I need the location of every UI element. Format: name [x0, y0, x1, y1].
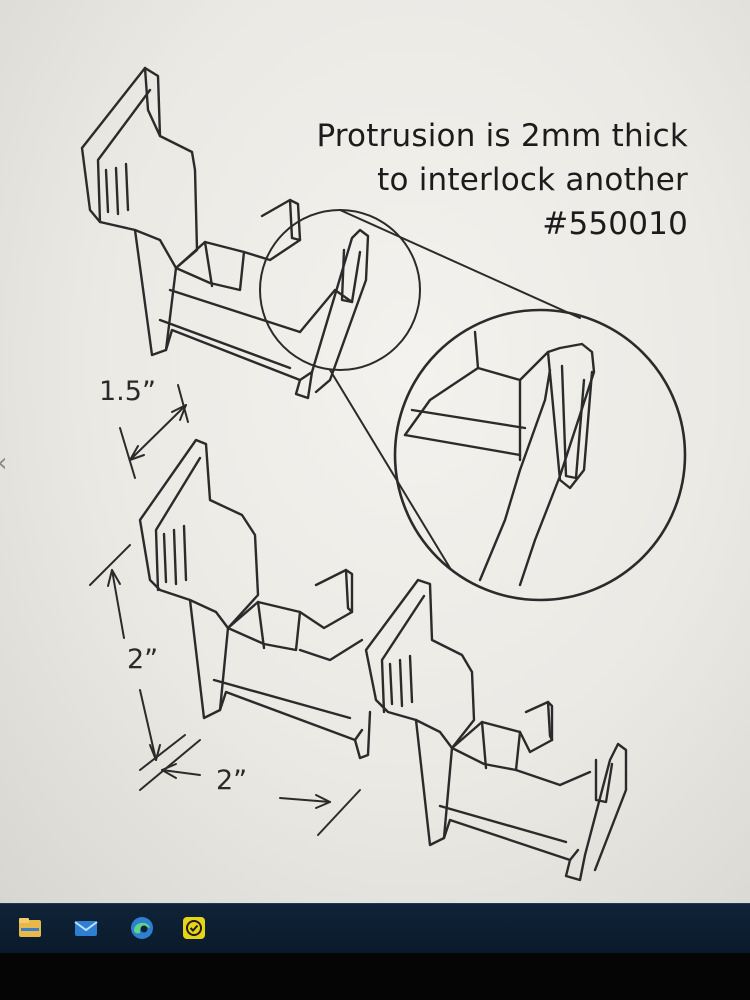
- taskbar: [0, 903, 750, 954]
- chevron-left-icon[interactable]: ‹: [0, 448, 7, 478]
- screen: Protrusion is 2mm thick to interlock ano…: [0, 0, 750, 905]
- magnified-detail: [393, 308, 687, 602]
- protrusion-callout: Protrusion is 2mm thick to interlock ano…: [316, 114, 688, 246]
- monitor-bezel: [0, 953, 750, 1000]
- mail-icon[interactable]: [72, 914, 100, 942]
- width-dimension-label: 2”: [216, 765, 248, 796]
- callout-line-1: Protrusion is 2mm thick: [316, 118, 688, 154]
- bottom-right-unit-drawing: [353, 578, 628, 882]
- edge-browser-icon[interactable]: [128, 914, 156, 942]
- callout-line-2: to interlock another: [377, 162, 688, 198]
- height-dimension-label: 2”: [127, 644, 159, 675]
- dimension-lines: [89, 384, 361, 836]
- bottom-left-unit-drawing: [138, 438, 364, 742]
- callout-line-3: #550010: [542, 206, 688, 242]
- depth-dimension-label: 1.5”: [99, 376, 156, 407]
- sticky-notes-icon[interactable]: [180, 914, 208, 942]
- file-explorer-icon[interactable]: [16, 914, 44, 942]
- top-unit-drawing: [80, 66, 421, 400]
- product-line-drawing: [80, 66, 687, 882]
